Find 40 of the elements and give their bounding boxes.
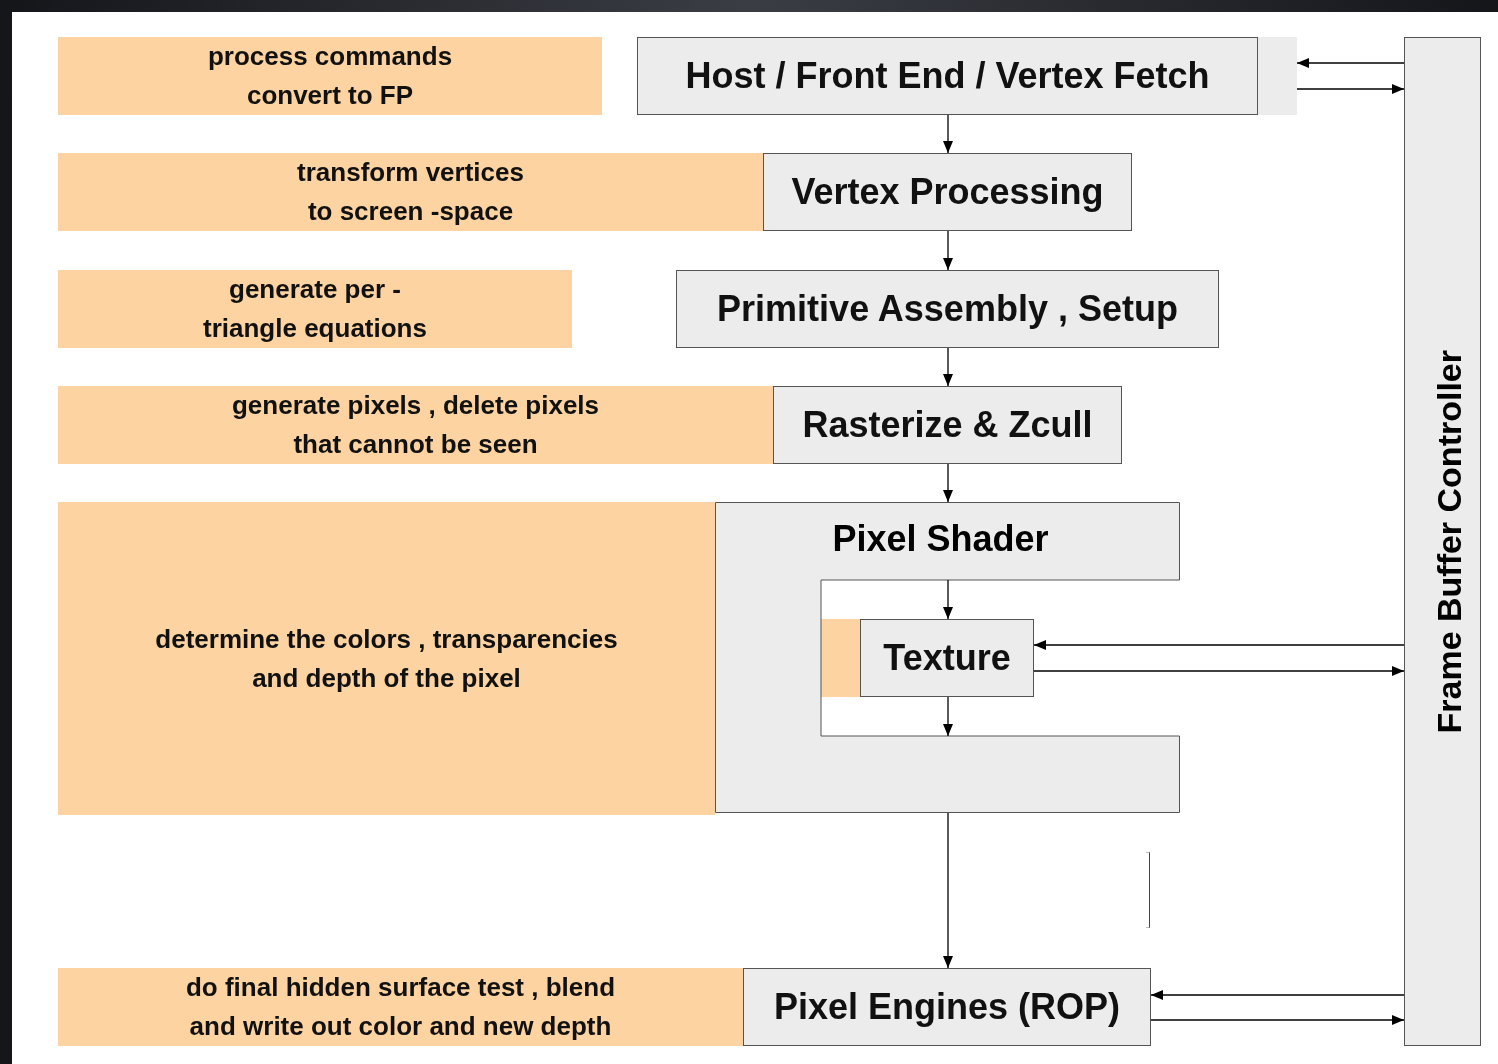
stage-label: Frame Buffer Controller [1430,349,1469,734]
arrow [1033,666,1405,676]
stage-box [763,153,1132,231]
stage-box [773,386,1122,464]
description-box [58,153,763,231]
description-text: generate per - triangle equations [202,273,428,345]
stage-label: Pixel Shader [832,518,1049,560]
arrow [943,579,953,620]
arrow [943,696,953,737]
description-box [58,386,773,464]
arrow [1150,990,1405,1000]
stage-box [743,968,1151,1046]
stage-label: Primitive Assembly , Setup [717,288,1178,330]
description-box [58,968,743,1046]
arrow [1033,640,1405,650]
description-text: generate pixels , delete pixels that cannot be seen [230,389,601,461]
arrow [1296,84,1405,94]
description-box [58,502,715,815]
stage-box [676,270,1219,348]
stage-label: Host / Front End / Vertex Fetch [685,55,1210,97]
stage-box [637,37,1258,115]
arrow [1296,58,1405,68]
arrow [943,230,953,271]
stage-box [860,619,1034,697]
description-box [58,270,572,348]
description-text: process commands convert to FP [206,40,454,112]
arrow [943,463,953,503]
stage-label: Pixel Engines (ROP) [773,986,1121,1028]
description-text: do final hidden surface test , blend and write out color and new depth [184,971,617,1043]
stage-label: Vertex Processing [791,171,1104,213]
description-text: transform vertices to screen -space [296,156,525,228]
stage-label: Texture [883,637,1011,679]
stage-label: Rasterize & Zcull [802,404,1093,446]
arrow [1150,1015,1405,1025]
arrow [943,347,953,387]
description-text: determine the colors , transparencies and depth of the pixel [154,622,619,695]
arrow [943,812,953,969]
controller-bar [1404,37,1481,1046]
description-box [58,37,602,115]
arrow [943,114,953,154]
